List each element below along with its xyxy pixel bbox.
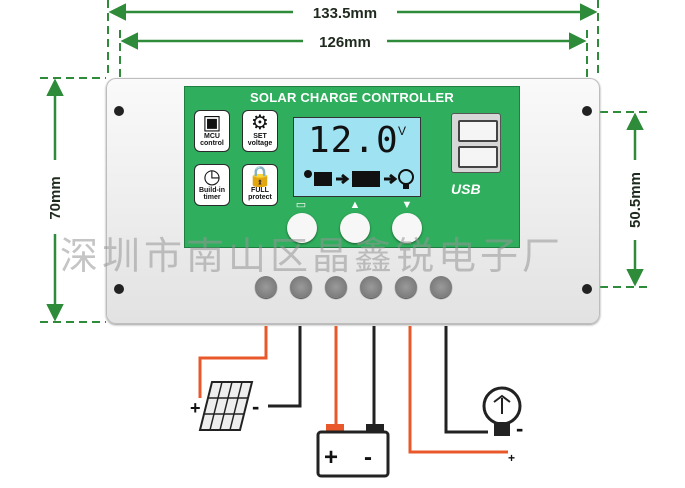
battery-negative-terminal[interactable] [360,276,382,298]
solar-plus-label: + [190,398,201,418]
lcd-flow-icons [304,169,414,189]
load-minus-label: - [516,416,523,441]
usb-port[interactable] [458,146,498,168]
chip-icon: ▣ [202,110,222,134]
mounting-hole [114,106,124,116]
load-positive-terminal[interactable] [395,276,417,298]
sun-icon [304,170,312,178]
arrow-right-icon [336,173,350,185]
mounting-hole [582,106,592,116]
gear-icon: ⚙ [251,110,269,134]
feature-full-protect: 🔒 FULL protect [243,165,277,205]
battery-positive-terminal[interactable] [325,276,347,298]
panel-title: SOLAR CHARGE CONTROLLER [250,90,454,105]
feature-label: FULL protect [248,187,272,201]
load-negative-terminal[interactable] [430,276,452,298]
lock-icon: 🔒 [247,164,273,188]
lcd-unit: V [398,124,407,138]
arrow-right-icon [384,173,398,185]
solar-positive-terminal[interactable] [255,276,277,298]
down-arrow-icon: ▼ [401,199,413,211]
battery-plus-label: + [324,444,338,471]
hole-height-label: 50.5mm [627,172,644,228]
hole-width-label: 126mm [319,34,371,51]
load-plus-label: + [508,451,515,465]
usb-port[interactable] [458,120,498,142]
down-button[interactable] [392,213,422,243]
feature-set-voltage: ⚙ SET voltage [243,111,277,151]
watermark: 深圳市南山区晶鑫锐电子厂 [60,234,565,278]
lcd-voltage-value: 12.0 [308,120,399,161]
feature-label: SET voltage [247,133,273,147]
battery-icon [316,424,390,478]
front-panel: SOLAR CHARGE CONTROLLER ▣ MCU control ⚙ … [184,86,520,248]
light-bulb-icon [482,386,522,436]
feature-timer: ◷ Build-in timer [195,165,229,205]
up-button[interactable] [340,213,370,243]
battery-icon [352,171,380,187]
solar-negative-terminal[interactable] [290,276,312,298]
solar-panel-icon [198,381,254,431]
usb-label: USB [451,181,481,197]
lcd-display: 12.0 V [293,117,421,197]
mounting-hole [582,284,592,294]
clock-icon: ◷ [203,164,221,188]
up-arrow-icon: ▲ [349,199,361,211]
solar-panel-icon [314,172,332,186]
overall-width-label: 133.5mm [313,5,377,22]
feature-label: Build-in timer [198,187,226,201]
overall-height-label: 70mm [47,176,64,219]
solar-minus-label: - [252,394,259,419]
menu-button[interactable] [287,213,317,243]
menu-icon: ▭ [295,199,307,211]
mounting-hole [114,284,124,294]
feature-mcu-control: ▣ MCU control [195,111,229,151]
feature-label: MCU control [200,133,224,147]
usb-ports[interactable] [451,113,501,173]
charge-controller: SOLAR CHARGE CONTROLLER ▣ MCU control ⚙ … [106,78,600,324]
battery-minus-label: - [364,444,372,471]
bulb-icon [398,169,414,189]
